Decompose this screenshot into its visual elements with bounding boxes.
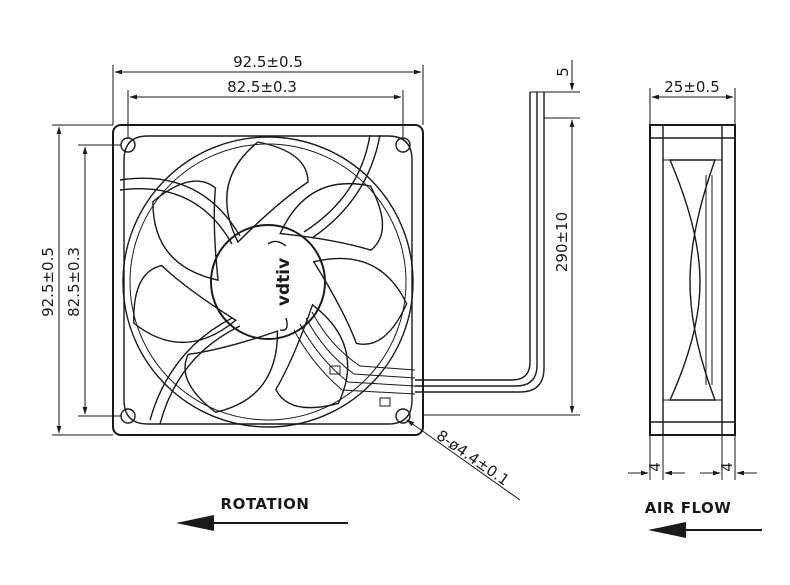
dim-wire-spacing: 5 <box>554 67 572 77</box>
dim-outer-height: 92.5±0.5 <box>39 247 57 317</box>
side-view <box>649 124 736 436</box>
mounting-hole <box>395 408 411 424</box>
dim-flange-right: 4 <box>718 462 736 472</box>
airflow-indicator: AIR FLOW <box>645 499 762 538</box>
dim-outer-width: 92.5±0.5 <box>233 53 303 71</box>
venturi-ring <box>122 136 414 428</box>
lead-wires <box>415 92 545 393</box>
rotation-label: ROTATION <box>221 495 310 513</box>
fan-frame <box>112 124 424 436</box>
side-dimensions: 25±0.5 4 4 <box>628 78 757 480</box>
front-dimensions: 92.5±0.5 82.5±0.3 92.5±0.5 82.5±0.3 5 29… <box>39 53 580 501</box>
hub-logo: vdtiv <box>274 258 294 306</box>
side-frame <box>649 124 736 436</box>
fan-hub <box>210 224 326 340</box>
logo-swoosh <box>267 240 287 247</box>
front-view: vdtiv <box>112 92 545 436</box>
rotation-arrow-icon <box>176 515 214 531</box>
frame-inner-contour <box>123 135 413 425</box>
airflow-label: AIR FLOW <box>645 499 732 517</box>
dim-flange-left: 4 <box>646 462 664 472</box>
rotation-indicator: ROTATION <box>176 495 348 531</box>
dim-inner-width: 82.5±0.3 <box>227 78 297 96</box>
internal-wires <box>293 311 416 407</box>
side-venturi-profile <box>668 159 717 401</box>
support-struts <box>119 134 381 425</box>
fan-blades <box>133 141 408 413</box>
dim-depth: 25±0.5 <box>664 78 720 96</box>
airflow-arrow-icon <box>648 522 686 538</box>
dim-hole-callout: 8-ø4.4±0.1 <box>433 426 512 489</box>
dim-wire-length: 290±10 <box>553 212 571 272</box>
logo-swoosh <box>279 317 288 331</box>
dim-inner-height: 82.5±0.3 <box>65 247 83 317</box>
